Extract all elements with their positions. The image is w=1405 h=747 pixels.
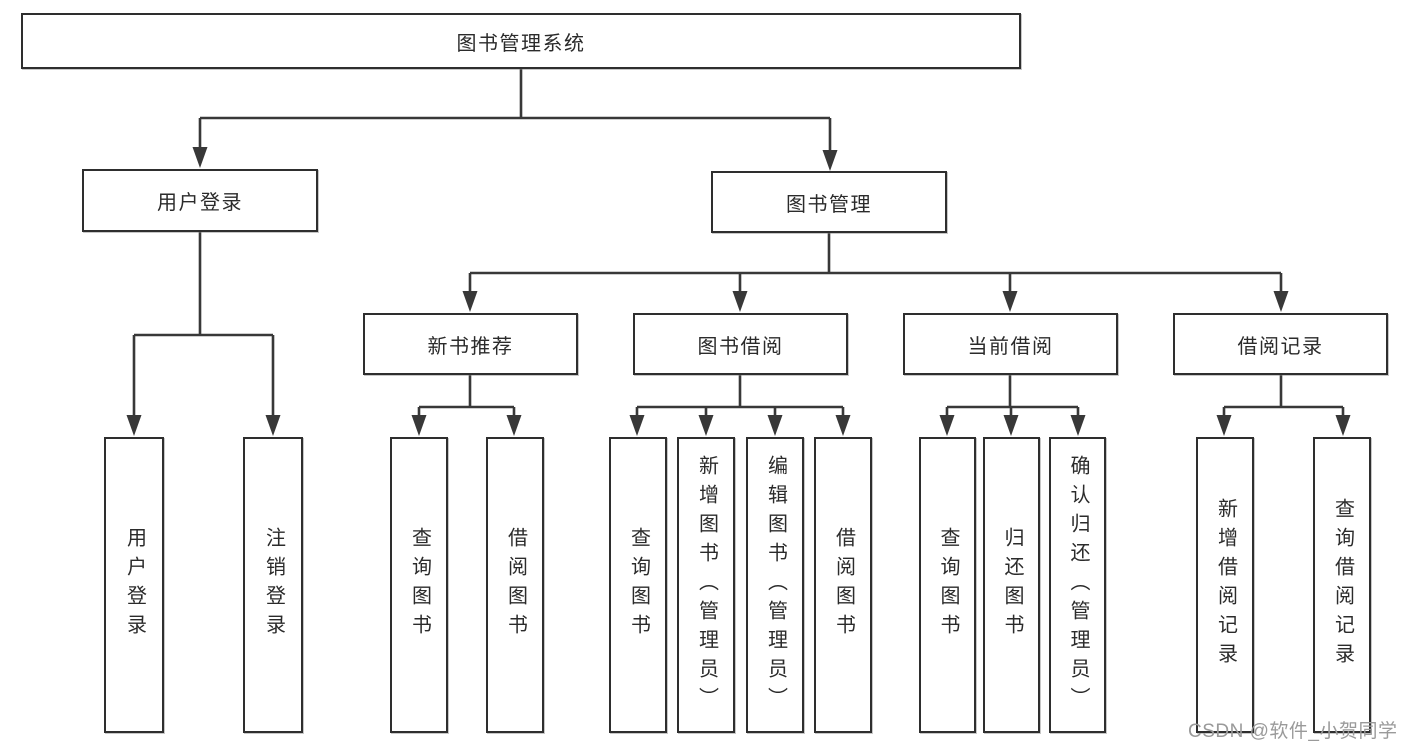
node-book-borrow-label: 图书借阅 (697, 335, 784, 358)
node-user-login: 用户登录 (82, 169, 318, 232)
leaf-query-borrow-record: 查询借阅记录 (1313, 437, 1371, 733)
leaf-borrow-books-1: 借阅图书 (486, 437, 544, 733)
node-borrow-record: 借阅记录 (1173, 313, 1388, 375)
leaf-borrow-books-1-label: 借阅图书 (504, 527, 527, 643)
csdn-watermark: CSDN @软件_小贺同学 (1188, 721, 1398, 742)
leaf-add-books-admin-label: 新增图书（管理员） (695, 454, 718, 716)
node-book-management: 图书管理 (711, 171, 947, 233)
node-borrow-record-label: 借阅记录 (1237, 335, 1324, 358)
leaf-query-borrow-record-label: 查询借阅记录 (1331, 498, 1354, 672)
leaf-query-books-1-label: 查询图书 (408, 527, 431, 643)
leaf-borrow-books-2: 借阅图书 (814, 437, 872, 733)
leaf-query-books-2-label: 查询图书 (627, 527, 650, 643)
leaf-logout: 注销登录 (243, 437, 303, 733)
node-current-borrow: 当前借阅 (903, 313, 1118, 375)
leaf-confirm-return-admin-label: 确认归还（管理员） (1067, 454, 1089, 716)
leaf-add-books-admin: 新增图书（管理员） (677, 437, 735, 733)
leaf-confirm-return-admin: 确认归还（管理员） (1049, 437, 1106, 733)
leaf-query-books-2: 查询图书 (609, 437, 667, 733)
leaf-logout-label: 注销登录 (262, 527, 285, 643)
leaf-user-login: 用户登录 (104, 437, 164, 733)
node-current-borrow-label: 当前借阅 (967, 335, 1054, 358)
leaf-user-login-label: 用户登录 (123, 527, 146, 643)
leaf-borrow-books-2-label: 借阅图书 (832, 527, 855, 643)
node-user-login-label: 用户登录 (157, 192, 243, 214)
node-new-book-recommend-label: 新书推荐 (427, 335, 514, 358)
node-new-book-recommend: 新书推荐 (363, 313, 578, 375)
leaf-edit-books-admin: 编辑图书（管理员） (746, 437, 804, 733)
leaf-query-books-1: 查询图书 (390, 437, 448, 733)
leaf-return-books-label: 归还图书 (1001, 527, 1023, 643)
arrowheads (126, 147, 1351, 436)
leaf-edit-books-admin-label: 编辑图书（管理员） (764, 454, 787, 716)
leaf-add-borrow-record-label: 新增借阅记录 (1214, 498, 1237, 672)
node-book-borrow: 图书借阅 (633, 313, 848, 375)
leaf-add-borrow-record: 新增借阅记录 (1196, 437, 1254, 733)
leaf-query-books-3-label: 查询图书 (937, 527, 959, 643)
node-root: 图书管理系统 (21, 13, 1021, 69)
leaf-query-books-3: 查询图书 (919, 437, 976, 733)
node-book-management-label: 图书管理 (786, 193, 872, 216)
node-root-label: 图书管理系统 (456, 32, 586, 55)
tree-edges (132, 69, 1345, 417)
leaf-return-books: 归还图书 (983, 437, 1040, 733)
